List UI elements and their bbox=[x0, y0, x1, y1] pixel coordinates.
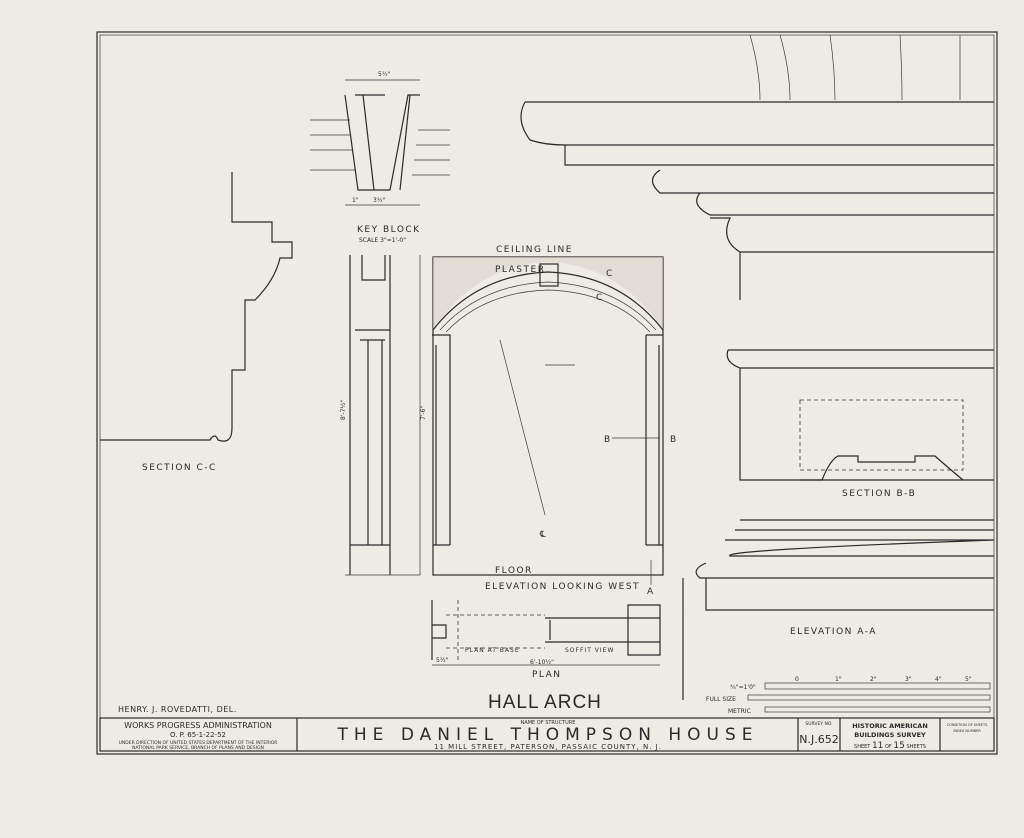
drawing-title: HALL ARCH bbox=[488, 692, 602, 713]
survey-number: N.J.652 bbox=[799, 733, 838, 746]
plan-at-base-label: PLAN AT BASE bbox=[465, 647, 520, 654]
scale-full-label: FULL SIZE bbox=[706, 696, 736, 703]
sheet-number: SHEET 11 OF 15 SHEETS bbox=[854, 741, 926, 751]
scale-tick: 4" bbox=[935, 676, 942, 683]
section-c-marker-2: C bbox=[596, 293, 604, 303]
scale-tick: 3" bbox=[905, 676, 912, 683]
name-of-structure-label: NAME OF STRUCTURE bbox=[521, 720, 576, 726]
agency: WORKS PROGRESS ADMINISTRATION bbox=[124, 721, 272, 730]
dim-total: 8'-7½" bbox=[340, 400, 347, 420]
section-c-marker: C bbox=[606, 269, 614, 279]
elevation-aa-drawing: SECTION B-B ELEVATION A-A bbox=[520, 34, 995, 700]
floor-label: FLOOR bbox=[495, 566, 533, 576]
title-block: WORKS PROGRESS ADMINISTRATION O. P. 65-1… bbox=[99, 717, 995, 752]
plan-drawing: PLAN AT BASE SOFFIT VIEW 5½" 6'-10½" PLA… bbox=[431, 600, 661, 680]
direction-line-2: NATIONAL PARK SERVICE, BRANCH OF PLANS A… bbox=[132, 745, 264, 751]
section-a-marker: A bbox=[647, 587, 655, 597]
arch-side-section: 7'-6" 8'-7½" bbox=[340, 255, 427, 576]
ceiling-line-label: CEILING LINE bbox=[496, 245, 573, 255]
sheet-inner-border bbox=[99, 34, 995, 752]
key-block-scale: SCALE 3"=1'-0" bbox=[359, 237, 406, 244]
section-b-marker-2: B bbox=[670, 435, 678, 445]
scale-quarter-label: ¾"=1'0" bbox=[730, 684, 756, 691]
index-line-2: INDEX NUMBER bbox=[953, 729, 981, 733]
plan-label: PLAN bbox=[532, 670, 562, 680]
delineator: HENRY. J. ROVEDATTI, DEL. bbox=[118, 705, 237, 714]
project-number: O. P. 65-1-22-52 bbox=[170, 731, 226, 739]
habs-line-1: HISTORIC AMERICAN bbox=[852, 722, 928, 730]
scale-tick: 2" bbox=[870, 676, 877, 683]
soffit-view-label: SOFFIT VIEW bbox=[565, 647, 614, 654]
plan-width-dim: 6'-10½" bbox=[530, 659, 554, 666]
scale-tick: 1" bbox=[835, 676, 842, 683]
scale-metric-label: METRIC bbox=[728, 708, 751, 715]
dim-height: 7'-6" bbox=[420, 406, 427, 420]
scale-tick: 0 bbox=[795, 676, 799, 683]
section-cc-label: SECTION C-C bbox=[142, 463, 217, 473]
plaster-label: PLASTER bbox=[495, 265, 545, 275]
structure-name: THE DANIEL THOMPSON HOUSE bbox=[337, 725, 759, 745]
key-block-dim-side: 1" bbox=[352, 197, 359, 204]
elevation-looking-west: CEILING LINE PLASTER C C B B ℄ FLOOR A E… bbox=[432, 245, 678, 597]
section-bb-label: SECTION B-B bbox=[842, 489, 916, 499]
graphic-scales: ¾"=1'0" FULL SIZE METRIC 0 1" 2" 3" 4" 5… bbox=[706, 676, 991, 715]
index-line-1: CONDITION OF SHEETS bbox=[947, 723, 988, 727]
habs-line-2: BUILDINGS SURVEY bbox=[854, 731, 926, 739]
key-block-dim-top: 5½" bbox=[378, 71, 391, 78]
elevation-west-label: ELEVATION LOOKING WEST bbox=[485, 582, 640, 592]
structure-address: 11 MILL STREET, PATERSON, PASSAIC COUNTY… bbox=[434, 743, 662, 751]
plan-base-dim: 5½" bbox=[436, 657, 449, 664]
survey-no-label: SURVEY NO. bbox=[805, 721, 832, 727]
elevation-aa-label: ELEVATION A-A bbox=[790, 627, 877, 637]
key-block-drawing: 5½" 3½" 1" KEY BLOCK SCALE 3"=1'-0" bbox=[310, 71, 450, 244]
key-block-label: KEY BLOCK bbox=[357, 225, 421, 235]
direction-line-1: UNDER DIRECTION OF UNITED STATES DEPARTM… bbox=[119, 740, 278, 746]
scale-tick: 5" bbox=[965, 676, 972, 683]
key-block-dim-bottom: 3½" bbox=[373, 197, 386, 204]
sheet-border bbox=[96, 31, 998, 755]
centerline-marker: ℄ bbox=[539, 530, 547, 540]
section-b-marker: B bbox=[604, 435, 612, 445]
section-cc-profile: SECTION C-C bbox=[100, 172, 293, 473]
